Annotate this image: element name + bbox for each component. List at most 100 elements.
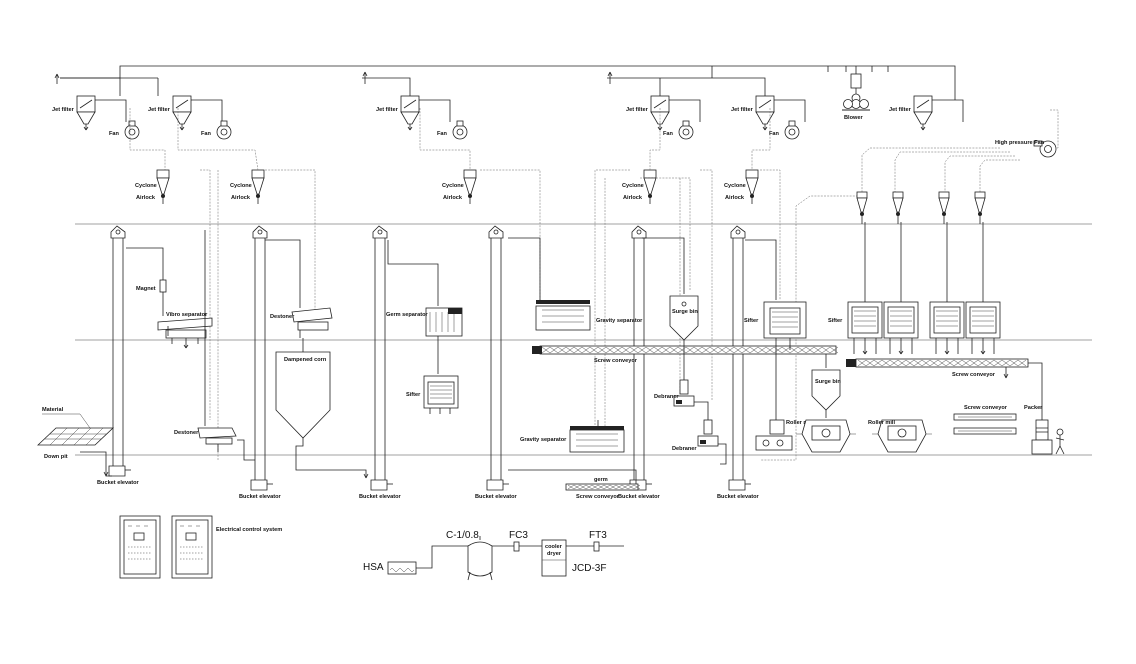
fan: Fan <box>663 120 694 140</box>
screw-conveyor-3: Screw conveyor <box>846 358 1043 420</box>
blower-label: Blower <box>844 115 863 121</box>
destoner-1: Destoner <box>174 230 255 461</box>
jet-filters: Jet filter Jet filter Jet filter Jet filter… <box>52 95 964 131</box>
dampened-corn-bin: Dampened corn <box>275 338 369 479</box>
bucket-elevator: Bucket elevator <box>475 225 517 500</box>
surge-bin-2: Surge bin <box>811 354 841 418</box>
electrical-control-label: Electrical control system <box>216 527 282 533</box>
cyclone-label: Cyclone <box>230 183 252 189</box>
fan: Fan <box>769 120 800 140</box>
sifter-cyclone <box>974 191 986 224</box>
fan: Fan <box>109 120 140 140</box>
hsa-compressor <box>387 561 417 575</box>
bucket-elevator-label: Bucket elevator <box>359 494 401 500</box>
plansifter <box>847 222 883 355</box>
screw-conveyor-3-label: Screw conveyor <box>952 372 996 378</box>
gravity-separator-2: Gravity separator <box>520 420 625 453</box>
germ-separator-label: Germ separator <box>386 312 428 318</box>
roller-mill-1-label: Roller mill <box>786 420 813 426</box>
destoner-1-label: Destoner <box>174 430 199 436</box>
sifter-3-label: Sifter <box>828 318 843 324</box>
surge-bin-1-label: Surge bin <box>672 309 698 315</box>
high-pressure-fan: High pressure Fan <box>995 140 1057 158</box>
gravity-separator-2-label: Gravity separator <box>520 437 567 443</box>
dryer-line1: cooler <box>545 544 563 550</box>
screw-conveyor-2-label: Screw conveyor <box>576 494 620 500</box>
screw-conveyor-4: Screw conveyor <box>953 405 1017 435</box>
debraner-1-label: Debraner <box>654 394 679 400</box>
germ-label: germ <box>594 477 608 483</box>
screw-conveyor-4-label: Screw conveyor <box>964 405 1008 411</box>
bucket-elevator: Bucket elevator <box>359 225 401 500</box>
hsa-label: HSA <box>363 562 384 573</box>
jet-filter-label: Jet filter <box>52 107 75 113</box>
tank-label: C-1/0.8 <box>446 530 479 541</box>
sifter-cyclone <box>892 191 904 224</box>
sifter-cyclone <box>938 191 950 224</box>
destoner-2: Destoner <box>265 239 333 338</box>
sifter-group: Sifter <box>828 191 1001 355</box>
plansifter <box>883 222 919 355</box>
air-tank <box>467 536 493 581</box>
fan: Fan <box>201 120 232 140</box>
fan-label: Fan <box>201 131 212 137</box>
jet-filter: Jet filter <box>731 95 806 131</box>
floor-lines <box>75 223 1092 456</box>
filter-2-label: FT3 <box>589 530 607 541</box>
jet-filter: Jet filter <box>52 95 127 131</box>
dryer-model-label: JCD-3F <box>572 563 606 574</box>
plansifter <box>965 222 1001 355</box>
packer-label: Packer <box>1024 405 1043 411</box>
debraner-2: Debraner <box>672 419 727 465</box>
jet-filter-label: Jet filter <box>148 107 171 113</box>
gravity-separator-1-label: Gravity separator <box>596 318 643 324</box>
dampened-corn-label: Dampened corn <box>284 357 327 363</box>
filter-1-label: FC3 <box>509 530 528 541</box>
sifter-2: Sifter <box>744 239 807 420</box>
packer: Packer <box>1024 405 1065 455</box>
screw-conveyor-1: Screw conveyor <box>532 345 839 364</box>
cyclone-label: Cyclone <box>135 183 157 189</box>
destoner-2-label: Destoner <box>270 314 295 320</box>
air-ducts <box>129 108 1059 461</box>
roller-mill-3: Roller mill <box>868 419 932 453</box>
plansifter <box>929 222 965 355</box>
air-main-pipe <box>54 65 956 100</box>
cyclone-label: Cyclone <box>442 183 464 189</box>
debraner-2-label: Debraner <box>672 446 697 452</box>
bucket-elevator-label: Bucket elevator <box>717 494 759 500</box>
grating <box>36 427 115 446</box>
bucket-elevator-label: Bucket elevator <box>239 494 281 500</box>
cyclones: CycloneAirlockCycloneAirlockCycloneAirlo… <box>135 169 759 204</box>
magnet <box>159 279 167 293</box>
magnet-label: Magnet <box>136 286 156 292</box>
sifter-2-label: Sifter <box>744 318 759 324</box>
surge-bin-2-label: Surge bin <box>815 379 841 385</box>
roller-mill-1: Roller mill <box>755 419 813 451</box>
screw-conveyor-2: germ Screw conveyor <box>508 469 641 500</box>
roller-mill-3-label: Roller mill <box>868 420 895 426</box>
filter-2 <box>593 541 600 552</box>
dryer-line2: dryer <box>547 551 562 557</box>
bucket-elevator-label: Bucket elevator <box>97 480 139 486</box>
jet-filter-label: Jet filter <box>731 107 754 113</box>
jet-filter-label: Jet filter <box>376 107 399 113</box>
jet-filter: Jet filter <box>148 95 223 131</box>
down-pit-label: Down pit <box>44 454 68 460</box>
bucket-elevator-label: Bucket elevator <box>475 494 517 500</box>
sifter-1-label: Sifter <box>406 392 421 398</box>
bucket-elevator: Bucket elevator <box>239 225 281 500</box>
roller-mill-2 <box>796 419 856 453</box>
fan-label: Fan <box>109 131 120 137</box>
material-label: Material <box>42 407 64 413</box>
cooler-dryer: cooler dryer <box>541 539 567 577</box>
airlock-label: Airlock <box>136 195 156 201</box>
airlock-label: Airlock <box>443 195 463 201</box>
